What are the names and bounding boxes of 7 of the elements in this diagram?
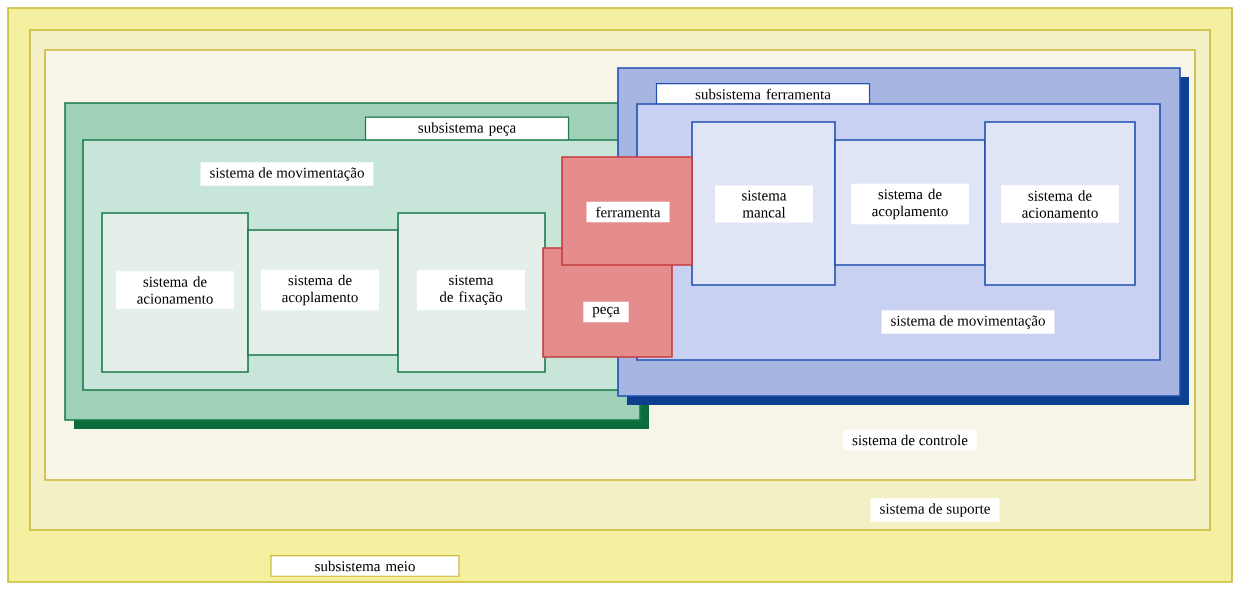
component-box: sistema mancal (691, 121, 836, 286)
component-box: ferramenta (561, 156, 693, 266)
component-box: sistema de fixação (397, 212, 546, 373)
component-box: sistema de acoplamento (834, 139, 986, 266)
component-box: sistema de acionamento (101, 212, 249, 373)
component-box: sistema de acionamento (984, 121, 1136, 286)
component-box: sistema de acoplamento (247, 229, 399, 356)
